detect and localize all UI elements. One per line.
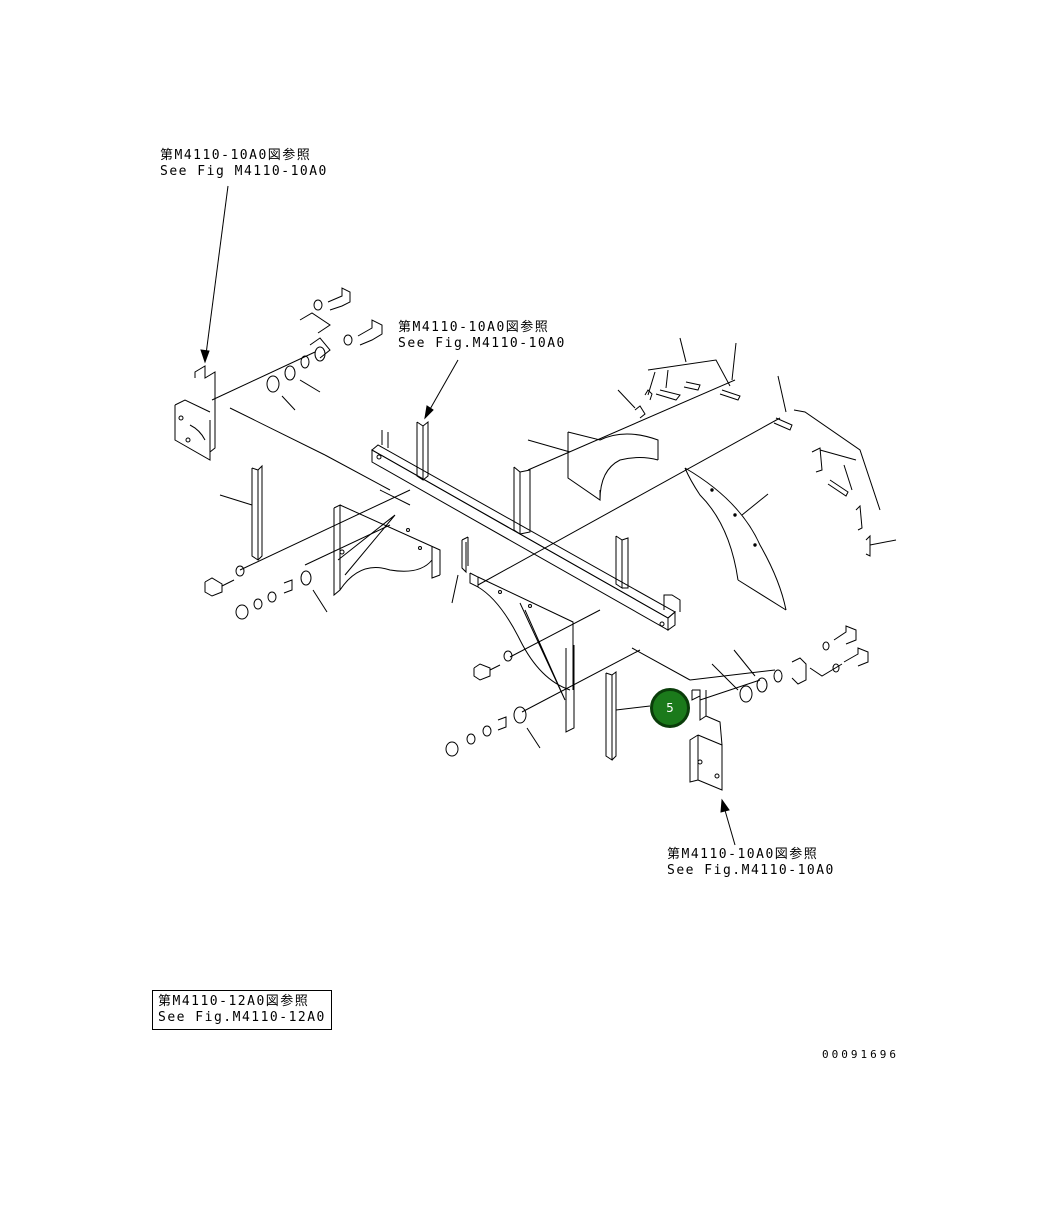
far-right-clips [773, 375, 897, 557]
reference-note-center: 第M4110-10A0図参照 See Fig.M4110-10A0 [398, 320, 566, 352]
left-mounting-bracket [174, 365, 216, 461]
reference-note-jp: 第M4110-10A0図参照 [398, 320, 550, 335]
reference-note-en: See Fig.M4110-10A0 [667, 863, 835, 878]
reference-note-bottom-right: 第M4110-10A0図参照 See Fig.M4110-10A0 [667, 847, 835, 879]
part-callout-marker[interactable]: 5 [650, 688, 690, 728]
main-frame-beam [371, 430, 681, 631]
reference-leader-top-left [204, 185, 229, 363]
left-gusset-plate [333, 504, 441, 597]
reference-note-jp: 第M4110-10A0図参照 [160, 148, 312, 163]
right-vertical-bar [605, 671, 651, 761]
left-vertical-bar [219, 464, 263, 561]
reference-note-en: See Fig.M4110-10A0 [398, 336, 566, 351]
top-left-fasteners [266, 287, 383, 411]
reference-note-en: See Fig.M4110-12A0 [158, 1010, 326, 1025]
document-id: 00091696 [822, 1048, 899, 1061]
beam-posts [416, 420, 629, 589]
assembly-guide-lines [211, 351, 781, 713]
reference-note-jp: 第M4110-12A0図参照 [158, 994, 310, 1009]
reference-note-en: See Fig M4110-10A0 [160, 164, 328, 179]
right-mounting-bracket [689, 689, 723, 791]
left-lower-fasteners [204, 565, 328, 620]
center-gusset-plate [469, 572, 575, 733]
reference-note-top-left: 第M4110-10A0図参照 See Fig M4110-10A0 [160, 148, 328, 180]
reference-note-jp: 第M4110-10A0図参照 [667, 847, 819, 862]
top-right-clips [617, 337, 741, 419]
center-lower-fasteners [445, 650, 541, 757]
right-curved-cover [684, 467, 787, 611]
right-fasteners [699, 625, 869, 703]
reference-note-boxed: 第M4110-12A0図参照 See Fig.M4110-12A0 [152, 990, 332, 1030]
upper-curved-cover [527, 431, 659, 501]
small-spacer-post [451, 536, 469, 604]
